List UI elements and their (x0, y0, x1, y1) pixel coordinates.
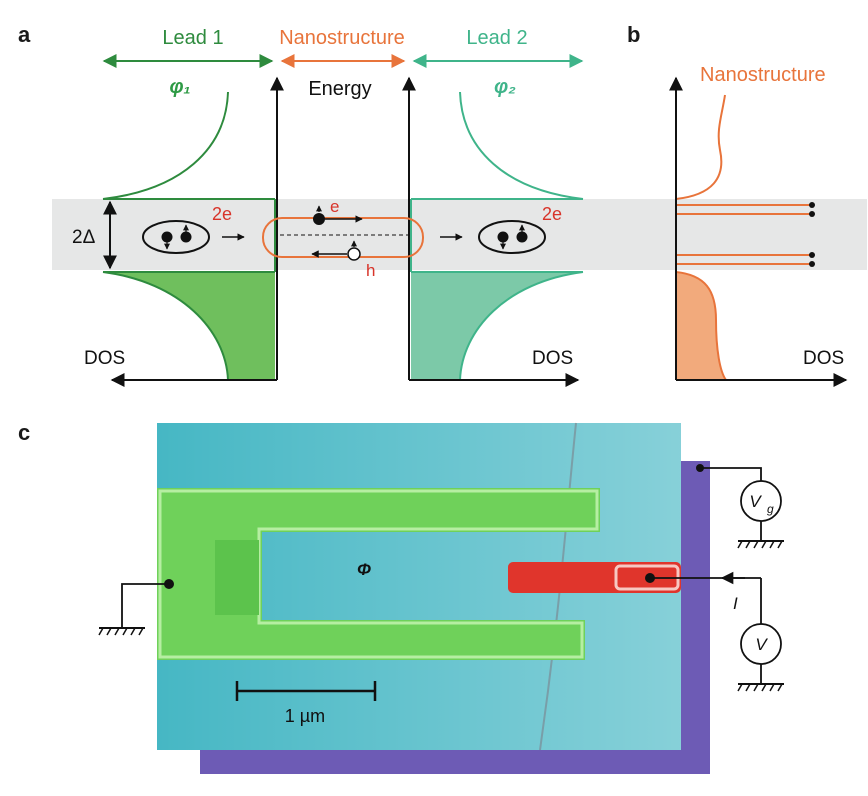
lead2-dos-fill (411, 272, 583, 380)
pair-right-charge: 2e (542, 204, 562, 224)
current-label: I (733, 594, 738, 613)
hole-dot (347, 247, 361, 261)
gate-wire-top (700, 467, 762, 481)
andreev-loop (262, 217, 424, 258)
hole-label: h (366, 261, 375, 280)
level-dot-1 (809, 202, 815, 208)
voltmeter-ground-icon (737, 683, 784, 692)
scale-bar-label: 1 µm (285, 706, 325, 726)
nano-dos-lower-curve (675, 271, 727, 381)
level-dot-4 (809, 261, 815, 267)
level-dot-2 (809, 211, 815, 217)
gate-ground-icon (737, 540, 784, 549)
phi1-label: φ₁ (169, 76, 190, 98)
panel-letter-a: a (18, 22, 31, 47)
left-ground-wire (121, 583, 169, 628)
phi2-label: φ₂ (494, 76, 516, 98)
nano-dos-upper-curve (675, 94, 726, 200)
dos-label-right: DOS (532, 348, 573, 369)
gate-voltage-label: V (749, 492, 762, 511)
nano-dos-fill (676, 272, 726, 380)
panel-b-dos-label: DOS (803, 348, 844, 369)
lead1-label: Lead 1 (162, 27, 223, 49)
level-dot-3 (809, 252, 815, 258)
dos-label-left: DOS (84, 348, 125, 369)
panel-letter-b: b (627, 22, 640, 47)
electron-dot (313, 213, 325, 225)
green-inner-step (215, 540, 259, 615)
lead2-label: Lead 2 (466, 27, 527, 49)
cooper-pair-left (142, 220, 210, 254)
gap-label: 2Δ (72, 227, 96, 248)
panel-letter-c: c (18, 420, 30, 445)
panel-b-nano-label: Nanostructure (700, 64, 826, 86)
gate-voltage-subscript: g (767, 502, 774, 516)
flux-label: Φ (357, 560, 371, 579)
lead1-dos-lower-curve (102, 271, 229, 381)
electron-label: e (330, 197, 339, 216)
left-ground-icon (98, 627, 145, 636)
green-u-lead-edge (158, 489, 599, 659)
pair-left-charge: 2e (212, 204, 232, 224)
lead2-dos-lower-curve (459, 271, 584, 381)
lead1-dos-fill (103, 272, 275, 380)
panel-b: b Nanostructure DOS (627, 22, 848, 387)
gate-voltmeter (740, 480, 782, 522)
nano-label: Nanostructure (279, 27, 405, 49)
green-u-lead (157, 488, 600, 660)
energy-label: Energy (308, 78, 371, 100)
red-nanowire (508, 562, 681, 593)
panel-c: c Φ 1 µm (18, 420, 784, 774)
panel-a: a Lead 1 Nanostructure Lead 2 φ₁ φ₂ En (18, 22, 867, 387)
voltmeter-label: V (755, 635, 768, 654)
lead1-dos-upper-curve (102, 91, 229, 200)
gap-band (52, 199, 867, 270)
lead2-dos-upper-curve (459, 91, 584, 200)
cooper-pair-right (478, 220, 546, 254)
